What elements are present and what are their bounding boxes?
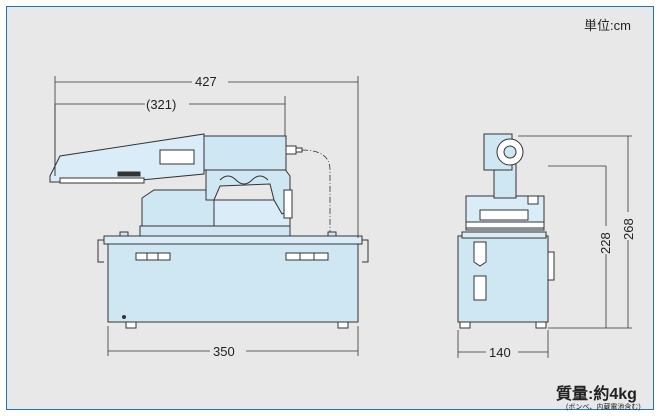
front-connector: [285, 145, 297, 155]
front-right-handle: [362, 239, 369, 263]
front-lower-base: [139, 225, 291, 237]
side-port: [473, 275, 487, 301]
front-left-handle: [97, 239, 104, 263]
weight-label: 質量:約4kg: [556, 384, 637, 403]
side-knob-inner: [503, 145, 517, 159]
front-cable: [301, 149, 331, 232]
front-side-panel: [283, 189, 293, 219]
front-arm-base: [59, 177, 145, 184]
front-indicator: [122, 315, 126, 319]
unit-label: 単位:cm: [584, 18, 631, 33]
side-top-window: [479, 209, 529, 221]
front-vent-left: [135, 252, 171, 261]
dim-side-depth: 140: [489, 345, 511, 360]
dim-overall-length: 427: [195, 74, 217, 89]
side-top-strip: [465, 221, 545, 229]
front-grip: [205, 167, 291, 215]
side-view: [457, 133, 555, 329]
dim-inner-length: (321): [146, 97, 176, 112]
front-foot-left: [125, 321, 137, 329]
front-upper-arm: [49, 133, 205, 183]
dim-height-inner: 228: [598, 232, 613, 254]
side-hanger: [473, 241, 487, 267]
dim-base-width: 350: [213, 344, 235, 359]
front-knob-left: [119, 231, 129, 237]
front-upper-head: [203, 135, 287, 171]
front-knob-right: [327, 231, 337, 237]
diagram-frame: [6, 6, 654, 410]
front-base-body: [107, 239, 359, 323]
side-foot-left: [459, 321, 471, 329]
front-base-top: [103, 235, 363, 245]
front-upper-window: [159, 149, 195, 165]
side-foot-right: [535, 321, 547, 329]
front-grip-wave: [219, 175, 269, 185]
front-label-plate: [117, 171, 141, 177]
side-small-box: [527, 195, 539, 205]
dim-height-total: 268: [621, 218, 636, 240]
side-base-top: [461, 231, 547, 239]
weight-note: (ボンベ、内蔵電池含む): [566, 402, 641, 411]
side-base-body: [457, 235, 549, 323]
front-view: [49, 133, 369, 329]
front-lower-block: [141, 189, 215, 227]
side-right-handle: [547, 251, 555, 281]
front-connector-tip: [295, 147, 303, 153]
front-foot-right: [337, 321, 349, 329]
front-vent-right: [285, 252, 329, 261]
front-lower-platform: [213, 199, 291, 227]
